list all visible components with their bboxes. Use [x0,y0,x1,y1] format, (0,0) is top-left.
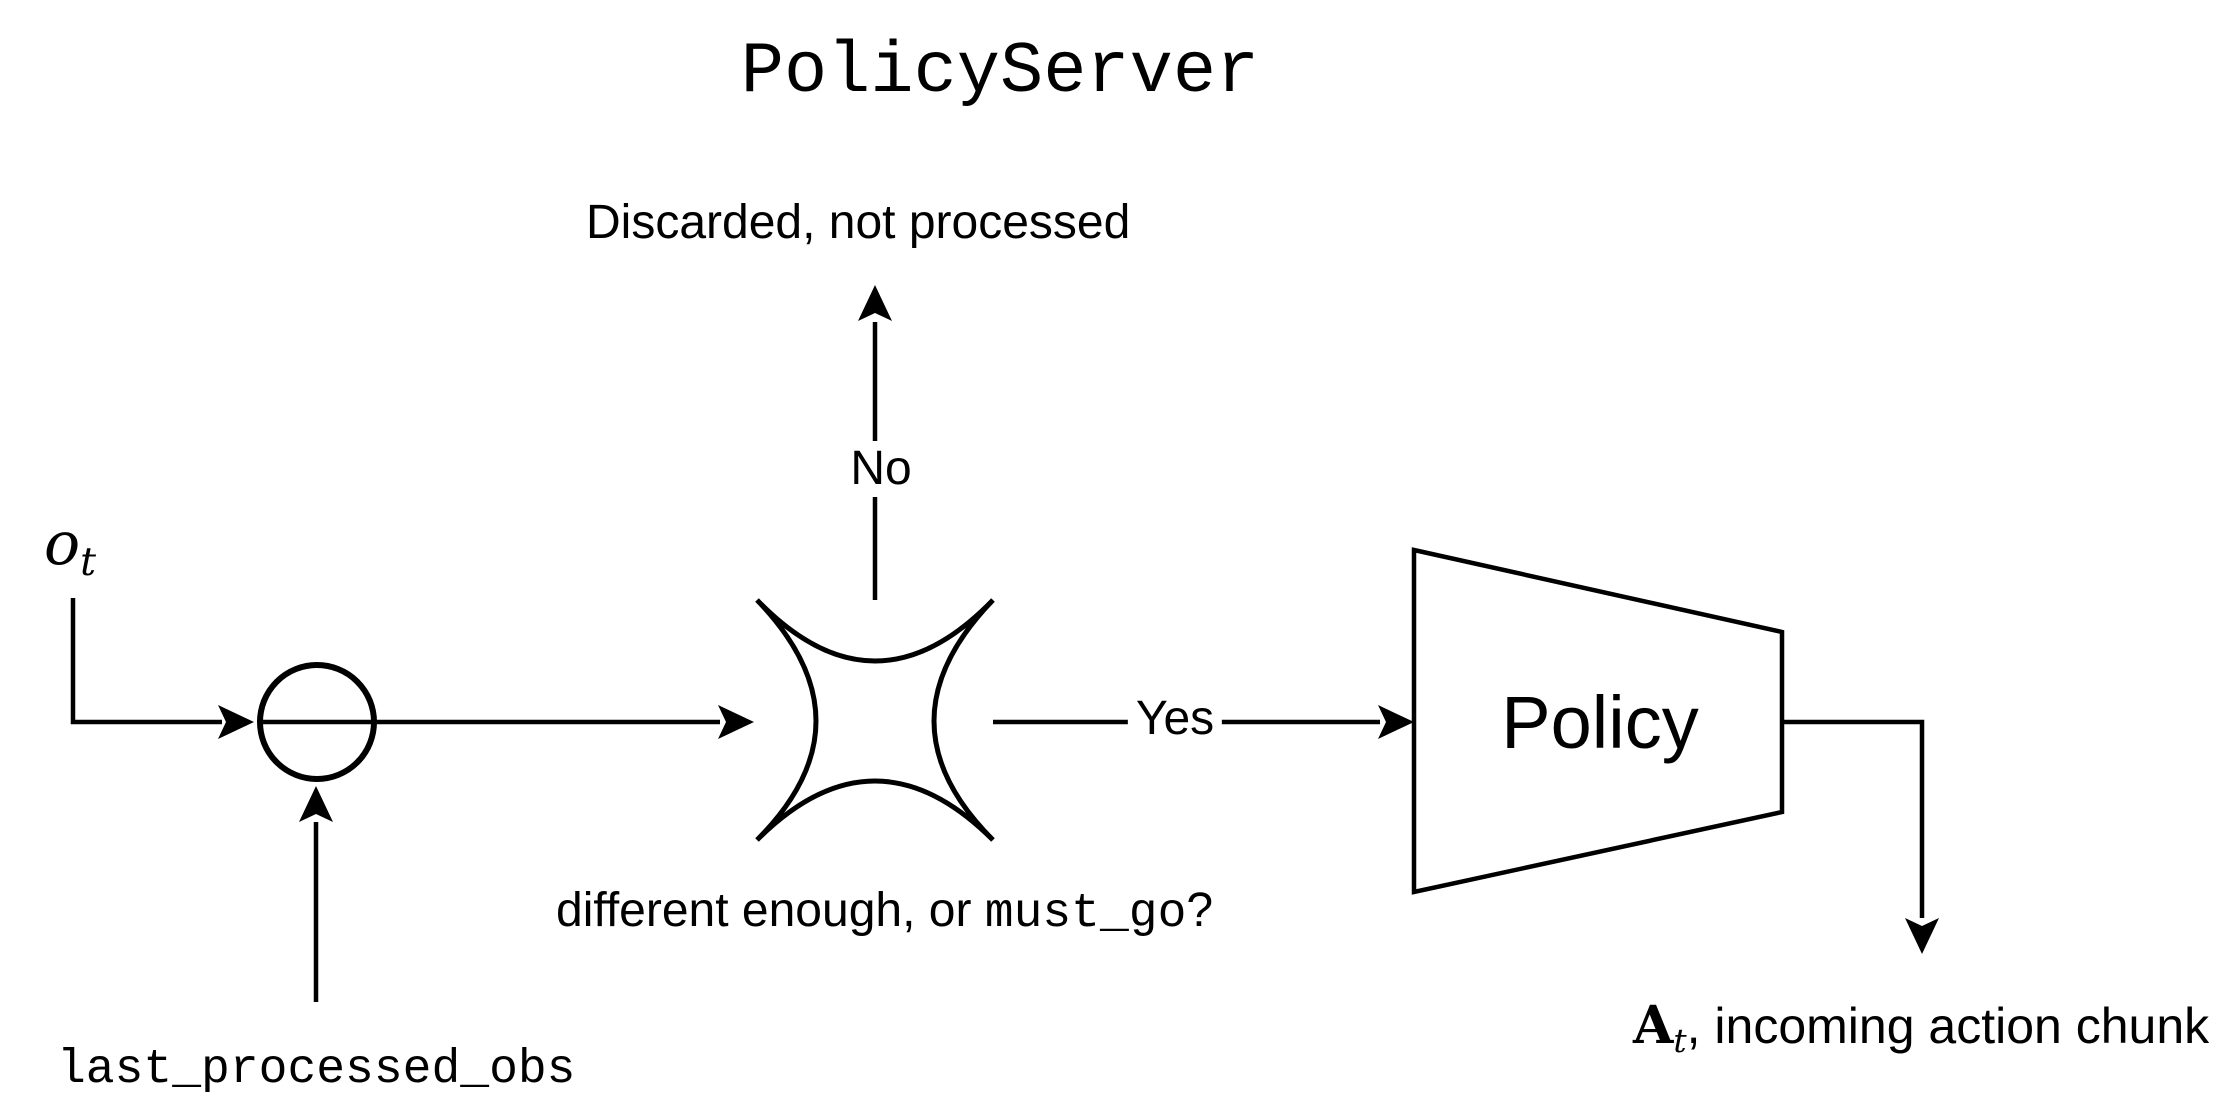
discarded-label: Discarded, not processed [586,196,1131,249]
comparison-junction-circle [257,662,377,782]
action-chunk-subscript: t [1673,1021,1687,1061]
policy-output-line [1782,719,1925,918]
junction-to-decision-arrowhead [718,705,754,739]
decision-question-code: must_go [984,887,1187,941]
decision-star-shape [755,598,995,842]
no-branch-arrowhead [858,285,892,321]
observation-input-arrowhead [218,705,254,739]
observation-input-line [70,598,222,725]
policy-node-label: Policy [1501,681,1699,764]
observation-symbol: o [44,509,81,579]
action-chunk-suffix: , incoming action chunk [1686,998,2210,1054]
yes-edge-label: Yes [1127,691,1223,747]
observation-label: ot [44,514,96,583]
yes-branch-arrowhead [1378,705,1414,739]
decision-question-label: different enough, or must_go? [556,884,1214,941]
action-chunk-symbol: A [1633,995,1674,1056]
observation-subscript: t [80,539,97,586]
last-processed-obs-label: last_processed_obs [57,1043,576,1097]
action-chunk-label: At, incoming action chunk [1633,998,2210,1061]
diagram-title: PolicyServer [740,31,1260,113]
last-processed-obs-arrowhead [299,786,333,822]
no-edge-label: No [842,441,920,497]
policy-output-arrowhead [1905,918,1939,954]
policy-trapezoid [1411,547,1785,895]
decision-question-suffix: ? [1186,884,1214,937]
decision-question-prefix: different enough, or [556,884,985,937]
